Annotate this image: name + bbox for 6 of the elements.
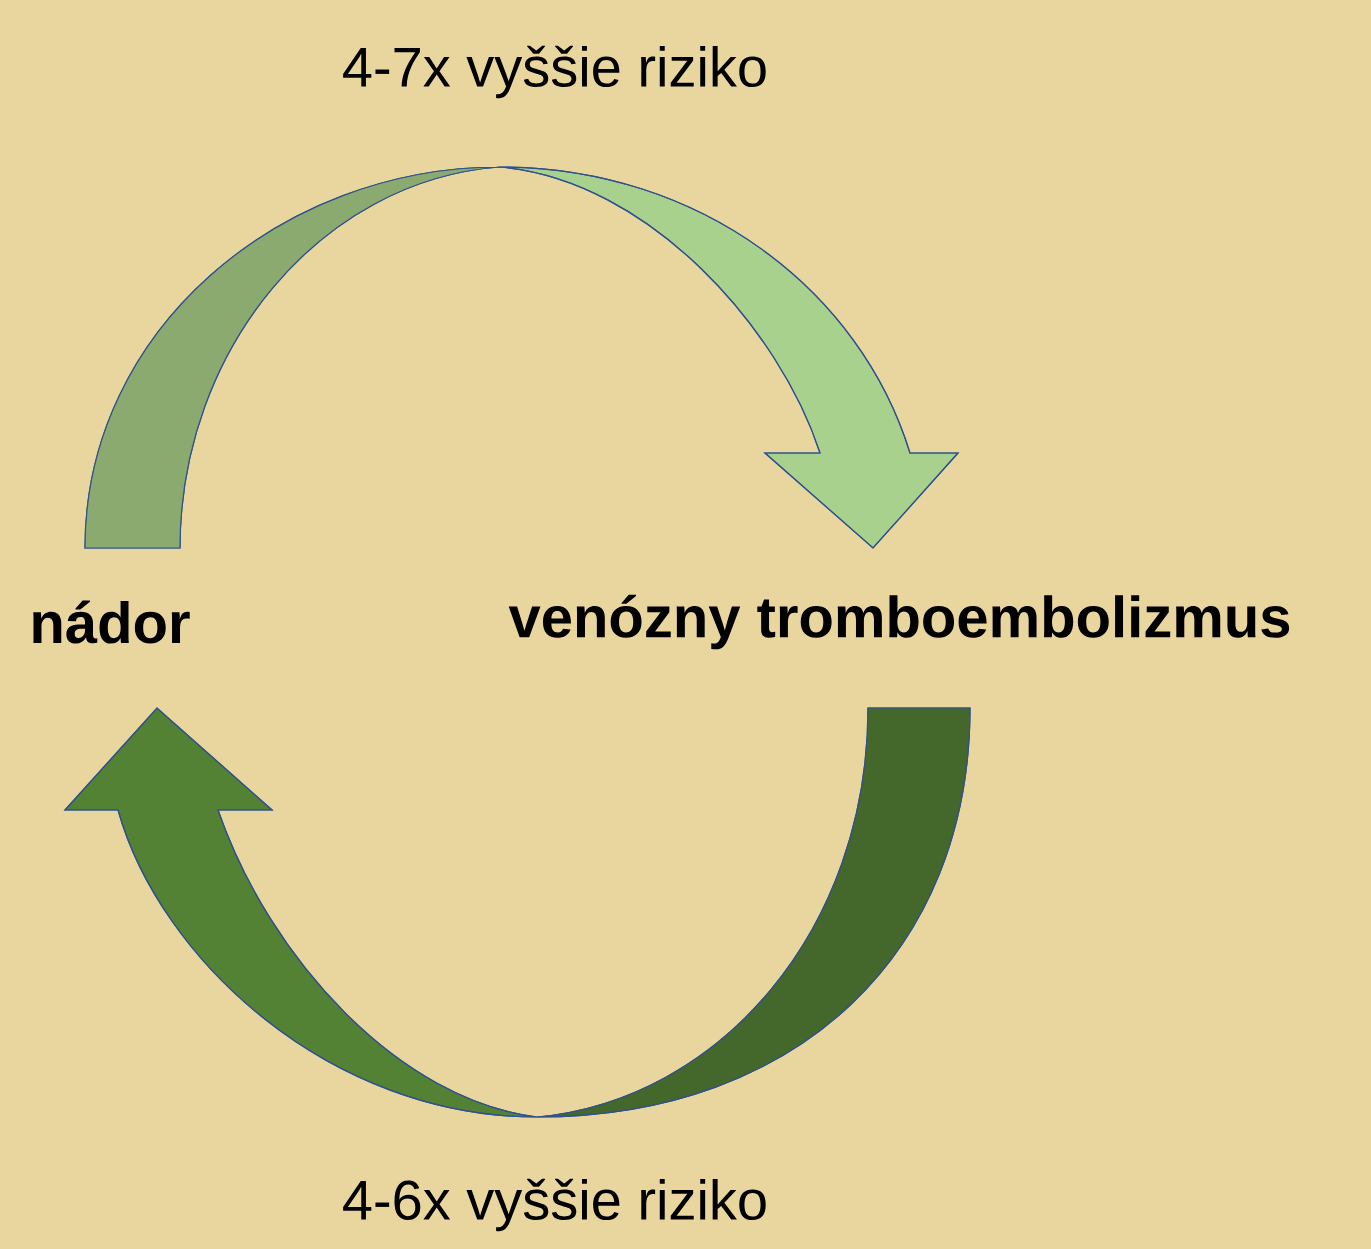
node-label: nádor [33,600,190,644]
edge-label: 4-7x vyššie riziko [343,45,766,99]
edge-label: 4-6x vyššie riziko [343,1178,766,1232]
curved-arrow [64,707,971,1118]
curved-arrow [84,166,959,549]
node-label: venózny tromboembolizmus [508,594,1290,650]
